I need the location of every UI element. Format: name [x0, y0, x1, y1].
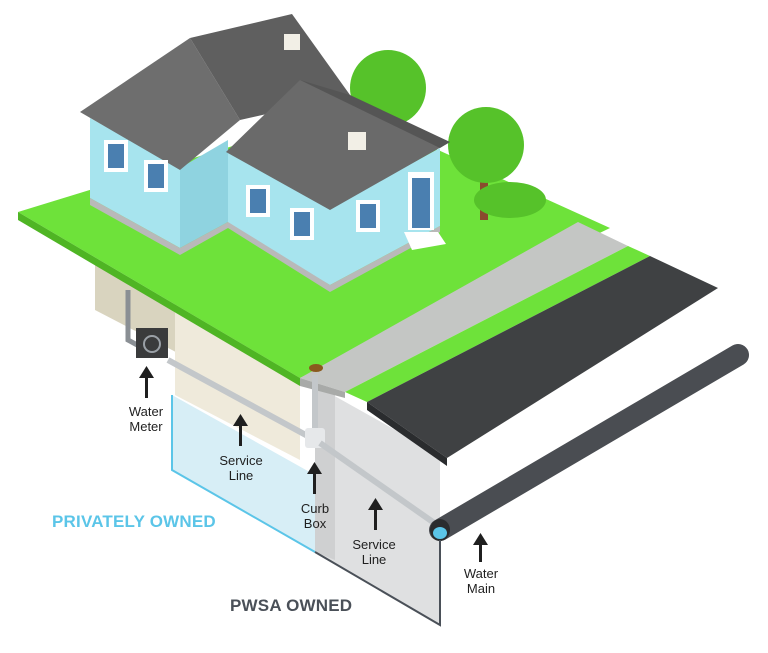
public-boundary	[314, 540, 441, 627]
arrow-water-main-icon	[473, 533, 488, 562]
curb-box-cap	[309, 364, 323, 372]
grass-strip	[345, 246, 650, 402]
house-main-wall	[228, 150, 330, 285]
meter-dial	[143, 335, 161, 353]
sidewalk-edge	[300, 378, 345, 398]
service-line-private-line2: Line	[228, 468, 254, 483]
service-line-pipe-public	[318, 440, 442, 530]
roof-front	[226, 80, 450, 210]
water-main-line2: Main	[466, 581, 496, 596]
arrow-service-line-private-icon	[233, 414, 248, 446]
private-zone-panel	[172, 395, 315, 552]
private-boundary	[171, 395, 316, 553]
arrow-curb-box-icon	[307, 462, 322, 494]
privately-owned-label: PRIVATELY OWNED	[52, 512, 216, 531]
service-line-pipe-private	[166, 357, 317, 443]
water-meter-label-line2: Meter	[129, 419, 163, 434]
pwsa-owned-label: PWSA OWNED	[230, 596, 353, 615]
tree-shadow	[474, 182, 546, 218]
road	[367, 256, 718, 458]
service-line-public-label: Service Line	[352, 537, 395, 567]
water-meter-label-line1: Water	[128, 404, 164, 419]
tree-front	[448, 107, 524, 183]
water-main-label: Water Main	[464, 566, 498, 596]
water-main-water	[433, 527, 447, 539]
foundation	[90, 198, 440, 292]
water-main-line1: Water	[463, 566, 499, 581]
arrows	[139, 366, 488, 562]
sidewalk	[300, 222, 628, 392]
roof-left	[80, 38, 240, 170]
water-meter-icon	[136, 328, 168, 358]
lawn-edge	[18, 212, 300, 386]
water-main-pipe	[429, 344, 749, 541]
curb-box-line1: Curb	[300, 501, 330, 516]
chimney-1	[284, 34, 300, 50]
road-edge	[367, 402, 447, 466]
basement-interior	[175, 300, 300, 460]
door-steps	[404, 232, 446, 250]
arrow-service-line-public-icon	[368, 498, 383, 530]
service-line-public-line2: Line	[361, 552, 387, 567]
house-left-front	[180, 140, 228, 248]
water-meter-label: Water Meter	[129, 404, 163, 434]
chimney-2	[348, 132, 366, 150]
service-line-private-label: Service Line	[219, 453, 262, 483]
curb-box-line2: Box	[303, 516, 327, 531]
service-line-private-line1: Service	[219, 453, 263, 468]
curb-box-label: Curb Box	[301, 501, 329, 531]
service-line-public-line1: Service	[352, 537, 396, 552]
roof-ridge	[300, 80, 450, 148]
arrow-water-meter-icon	[139, 366, 154, 398]
windows	[104, 140, 380, 240]
door	[412, 178, 430, 228]
